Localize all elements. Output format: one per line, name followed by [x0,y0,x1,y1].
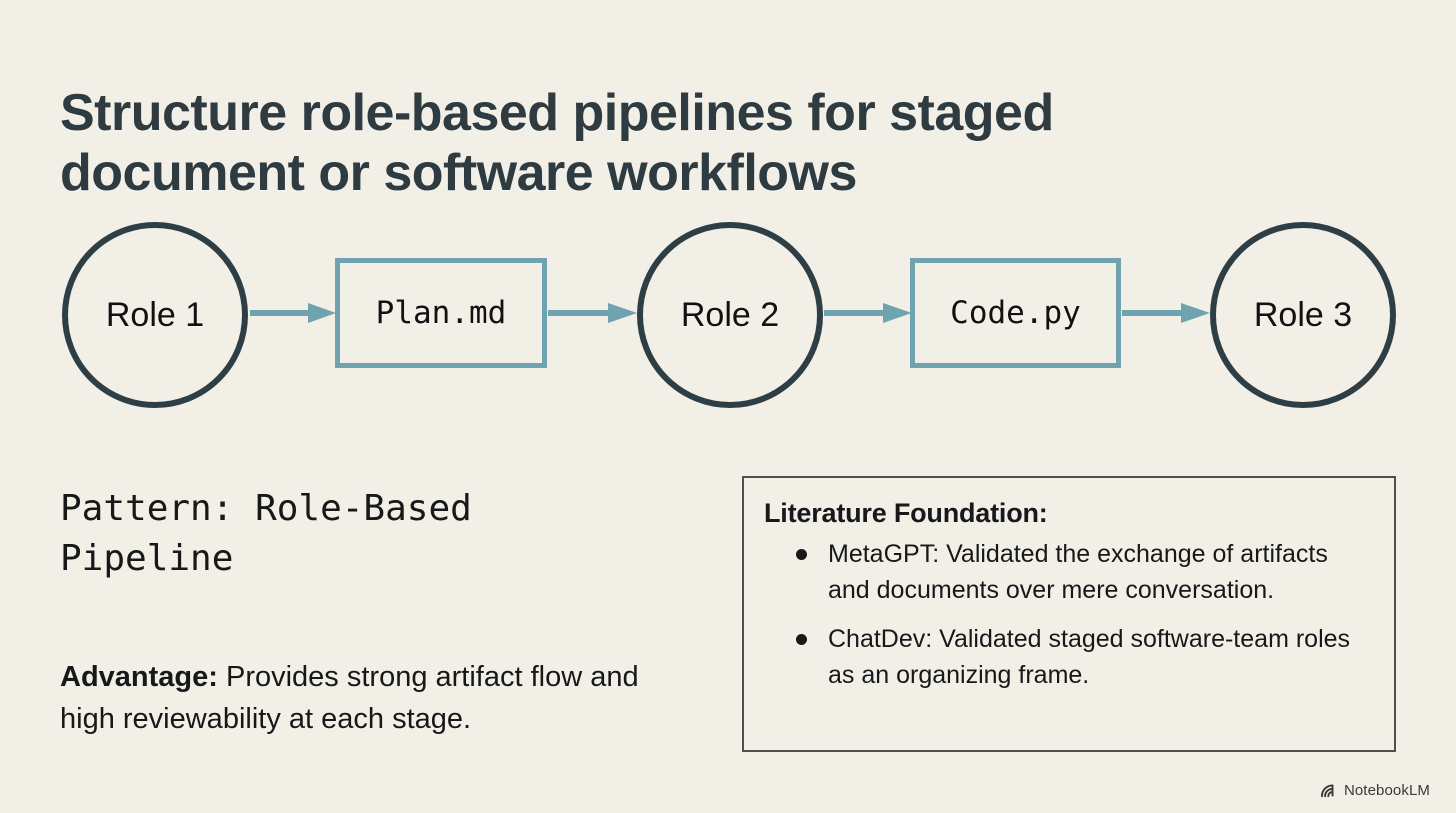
bullet-icon [796,549,807,560]
pipeline-node-label: Role 1 [105,295,205,334]
pipeline-node-role1[interactable]: Role 1 [62,222,248,408]
list-item-text: MetaGPT: Validated the exchange of artif… [828,540,1328,604]
notebooklm-label: NotebookLM [1343,782,1430,799]
pipeline-arrow-role2-to-code [824,302,912,324]
pipeline-arrow-plan-to-role2 [548,302,637,324]
pipeline-diagram: Role 1 Plan.md Role 2 [0,200,1456,420]
literature-list: MetaGPT: Validated the exchange of artif… [764,537,1370,693]
pipeline-node-label: Plan.md [375,295,507,331]
pattern-name: Pattern: Role-Based Pipeline [60,488,472,579]
list-item: ChatDev: Validated staged software-team … [764,622,1370,693]
pipeline-node-label: Role 2 [680,295,780,334]
pipeline-node-role2[interactable]: Role 2 [637,222,823,408]
pipeline-node-plan[interactable]: Plan.md [335,258,547,368]
advantage-paragraph: Advantage: Provides strong artifact flow… [60,656,660,741]
page-title: Structure role-based pipelines for stage… [60,83,1054,203]
pipeline-node-label: Role 3 [1253,295,1353,334]
bullet-icon [796,634,807,645]
advantage-lead: Advantage: [60,661,218,693]
list-item: MetaGPT: Validated the exchange of artif… [764,537,1370,608]
literature-foundation-box: Literature Foundation: MetaGPT: Validate… [742,476,1396,752]
pipeline-node-role3[interactable]: Role 3 [1210,222,1396,408]
literature-heading: Literature Foundation: [764,498,1048,528]
notebooklm-spiral-icon [1320,783,1337,798]
pipeline-arrow-role1-to-plan [250,302,336,324]
advantage-body: Provides strong artifact flow and high r… [60,661,639,736]
notebooklm-watermark: NotebookLM [1320,782,1430,799]
list-item-text: ChatDev: Validated staged software-team … [828,625,1351,689]
pipeline-node-label: Code.py [950,295,1081,331]
pipeline-arrow-code-to-role3 [1122,302,1210,324]
pipeline-node-code[interactable]: Code.py [910,258,1121,368]
